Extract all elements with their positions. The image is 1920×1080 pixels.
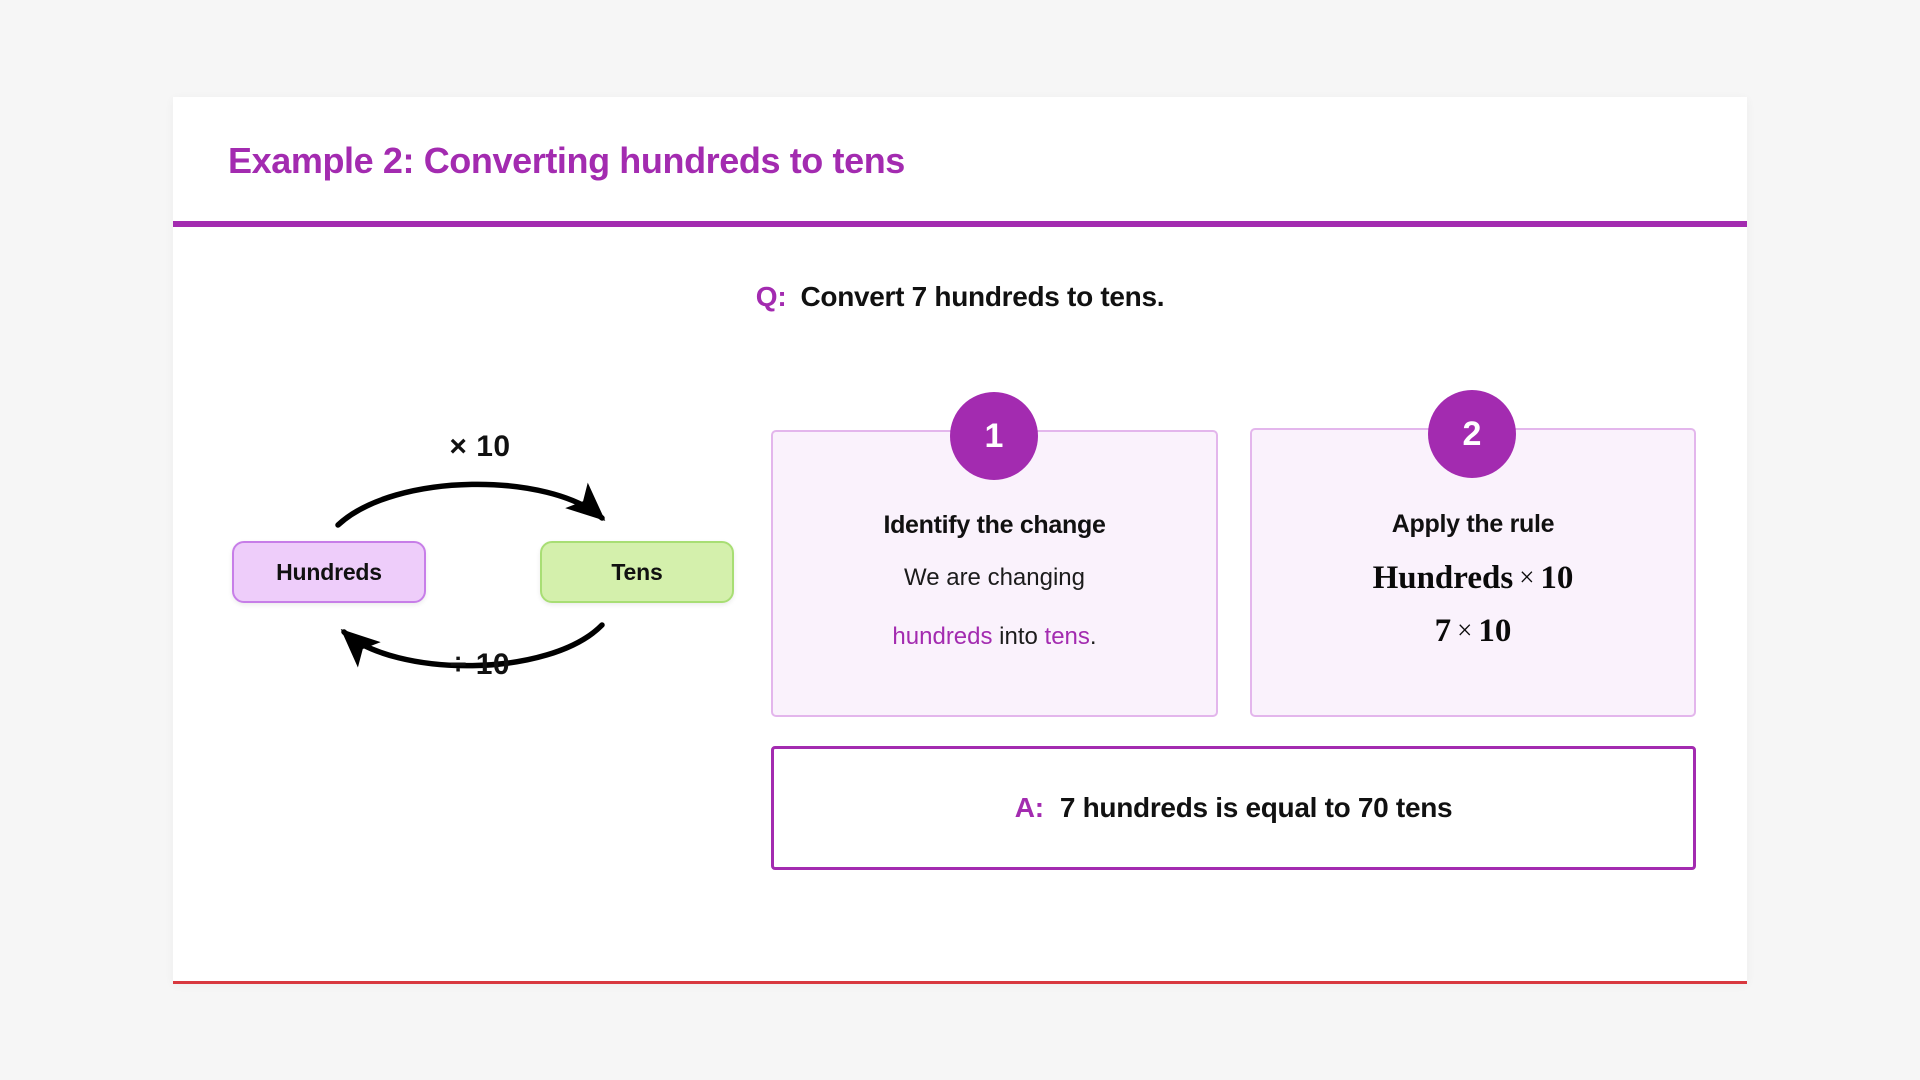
curved-arrow-left-icon	[340, 622, 605, 669]
answer-text: 7 hundreds is equal to 70 tens	[1059, 792, 1453, 823]
step-1-body-line-1: We are changing	[903, 564, 1085, 591]
worksheet-bottom-rule	[173, 981, 1747, 984]
step-2-math-2-left: 7	[1434, 613, 1452, 649]
step-2-math-line-1: Hundreds×10	[1252, 560, 1694, 597]
step-badge-2: 2	[1428, 390, 1516, 478]
multiply-symbol-icon-2: ×	[1457, 615, 1473, 645]
step-2-math-line-2: 7×10	[1252, 613, 1694, 650]
conversion-arrows	[335, 481, 606, 669]
step-card-2: Apply the rule Hundreds×10 7×10	[1250, 428, 1696, 717]
question-row: Q: Convert 7 hundreds to tens.	[173, 281, 1747, 313]
answer-box: A: 7 hundreds is equal to 70 tens	[771, 746, 1696, 870]
step-1-body-middle: into	[992, 623, 1045, 650]
curved-arrow-right-icon	[335, 481, 606, 528]
header-divider	[173, 221, 1747, 227]
step-1-highlight-to: tens	[1044, 623, 1090, 650]
step-2-heading: Apply the rule	[1391, 510, 1555, 538]
question-tag: Q:	[755, 281, 787, 312]
question-text: Convert 7 hundreds to tens.	[800, 281, 1165, 312]
multiply-symbol-icon: ×	[1519, 562, 1535, 592]
place-value-box-tens: Tens	[540, 541, 734, 603]
step-1-body-suffix: .	[1089, 623, 1097, 650]
answer-tag: A:	[1014, 792, 1044, 823]
step-2-math-1-right: 10	[1540, 560, 1574, 596]
place-value-box-hundreds: Hundreds	[232, 541, 426, 603]
step-1-body-line-2: hundreds into tens.	[773, 625, 1216, 649]
step-1-heading: Identify the change	[883, 511, 1106, 539]
step-2-math-2-right: 10	[1478, 613, 1512, 649]
multiply-operation-label: × 10	[449, 430, 511, 463]
step-badge-1: 1	[950, 392, 1038, 480]
step-2-math-1-left: Hundreds	[1372, 560, 1514, 596]
step-1-highlight-from: hundreds	[892, 623, 993, 650]
page-title: Example 2: Converting hundreds to tens	[228, 140, 905, 181]
conversion-diagram: × 10 ÷ 10 Hundreds Tens	[220, 410, 740, 730]
divide-operation-label: ÷ 10	[449, 648, 511, 681]
